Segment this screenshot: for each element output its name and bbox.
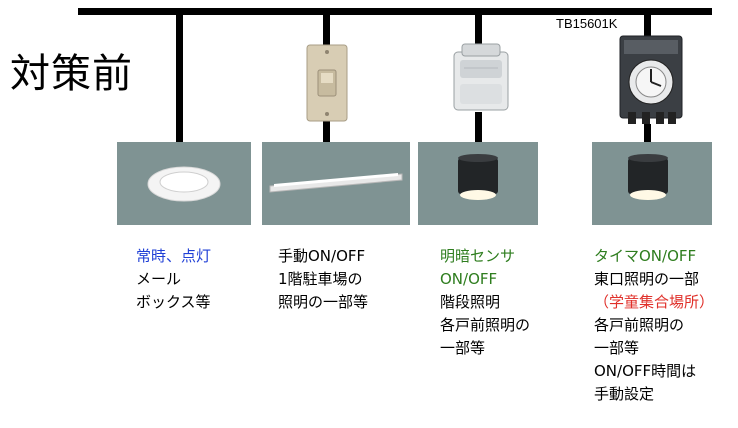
caption-line: ON/OFF時間は (594, 362, 697, 380)
wall-switch-image (306, 44, 348, 122)
caption-line: ボックス等 (136, 293, 211, 311)
ceiling-light-photo-timer (592, 142, 712, 225)
drop-wire-4 (644, 8, 651, 38)
caption-line: （学童集合場所） (594, 293, 715, 311)
page-title: 対策前 (10, 51, 133, 97)
caption-line: タイマON/OFF (594, 247, 697, 265)
drop-wire-4-lower (644, 124, 651, 144)
cylinder-light-icon (628, 154, 668, 200)
recessed-downlight-icon (147, 166, 221, 202)
timer-model-label: TB15601K (556, 16, 618, 31)
caption-line: 一部等 (594, 339, 640, 357)
fluorescent-fixture-icon (269, 173, 403, 193)
caption-line: 常時、点灯 (136, 247, 212, 265)
fluorescent-light-photo (262, 142, 410, 225)
drop-wire-3 (475, 8, 482, 46)
light-sensor-device-image (453, 43, 509, 111)
caption-timer: タイマON/OFF 東口照明の一部 （学童集合場所） 各戸前照明の 一部等 ON… (594, 245, 714, 406)
main-power-line (78, 8, 712, 15)
caption-line: 手動設定 (594, 385, 655, 403)
caption-always-on: 常時、点灯 メール ボックス等 (136, 245, 211, 314)
caption-line: 階段照明 (440, 293, 501, 311)
caption-line: 一部等 (440, 339, 486, 357)
cylinder-light-icon (458, 154, 498, 200)
drop-wire-1 (176, 8, 183, 142)
caption-line: 明暗センサ (440, 247, 516, 265)
caption-line: 照明の一部等 (278, 293, 369, 311)
caption-line: 各戸前照明の (440, 316, 531, 334)
caption-line: 1階駐車場の (278, 270, 363, 288)
caption-light-sensor: 明暗センサ ON/OFF 階段照明 各戸前照明の 一部等 (440, 245, 530, 360)
drop-wire-2-lower (323, 120, 330, 144)
caption-line: 各戸前照明の (594, 316, 685, 334)
ceiling-light-photo-sensor (418, 142, 538, 225)
timer-device-image (619, 35, 683, 124)
caption-line: ON/OFF (440, 270, 498, 288)
drop-wire-2 (323, 8, 330, 46)
caption-line: メール (136, 270, 182, 288)
drop-wire-3-lower (475, 112, 482, 144)
caption-line: 東口照明の一部 (594, 270, 700, 288)
downlight-photo (117, 142, 251, 225)
caption-line: 手動ON/OFF (278, 247, 366, 265)
caption-manual: 手動ON/OFF 1階駐車場の 照明の一部等 (278, 245, 368, 314)
